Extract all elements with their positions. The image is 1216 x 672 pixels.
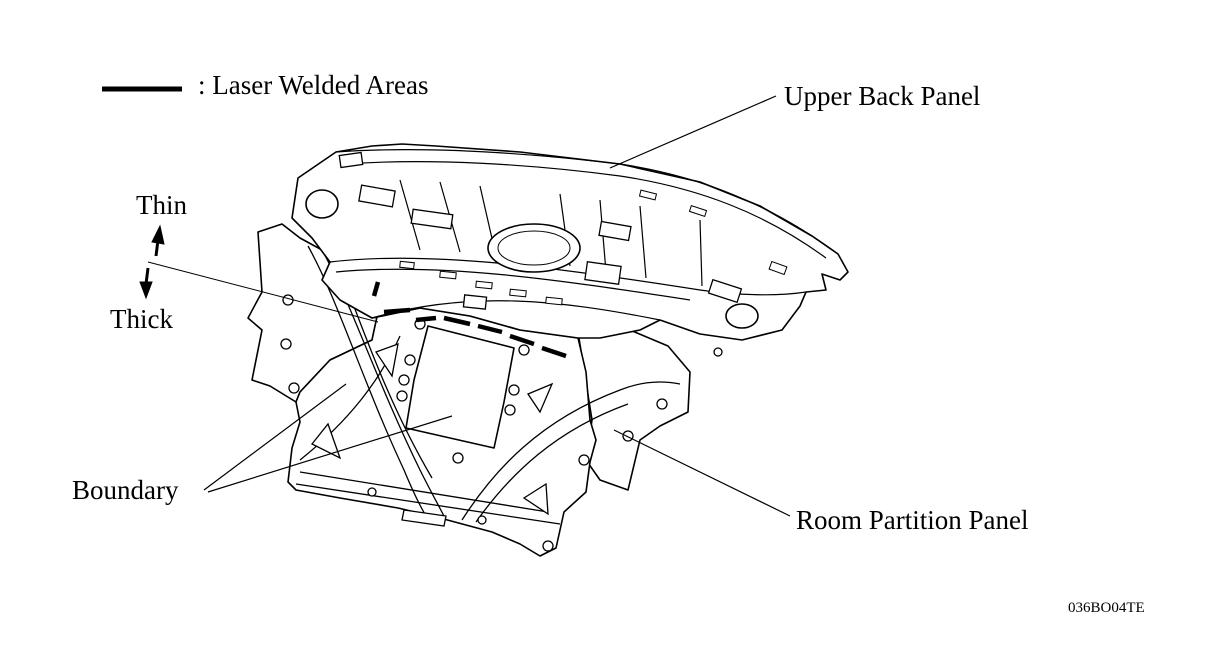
shelf-openings [338,151,743,310]
legend-label: : Laser Welded Areas [198,70,429,100]
partition-cutouts [310,342,554,527]
speaker-opening [487,223,581,273]
upper-back-panel-label: Upper Back Panel [784,81,981,111]
room-partition-panel-label: Room Partition Panel [796,505,1029,535]
room-partition-panel-leader [613,429,791,517]
shelf-slots [399,189,788,306]
boundary-leader-1 [203,383,347,491]
thick-label: Thick [110,304,173,334]
upper-back-panel-leader [609,95,777,169]
leader-lines [203,95,791,517]
laser-weld-seams [371,281,567,359]
speaker-opening-inner [497,230,571,266]
boundary-label: Boundary [72,475,179,505]
thin-label: Thin [136,190,187,220]
left-speaker-hole [305,189,339,219]
boundary-leader-2 [207,415,453,493]
right-speaker-hole [725,303,759,329]
thickness-boundary-line [147,261,379,323]
upper-panel-details [329,149,839,321]
thin-thick-arrows [139,224,165,300]
figure-code: 036BO04TE [1068,600,1145,616]
